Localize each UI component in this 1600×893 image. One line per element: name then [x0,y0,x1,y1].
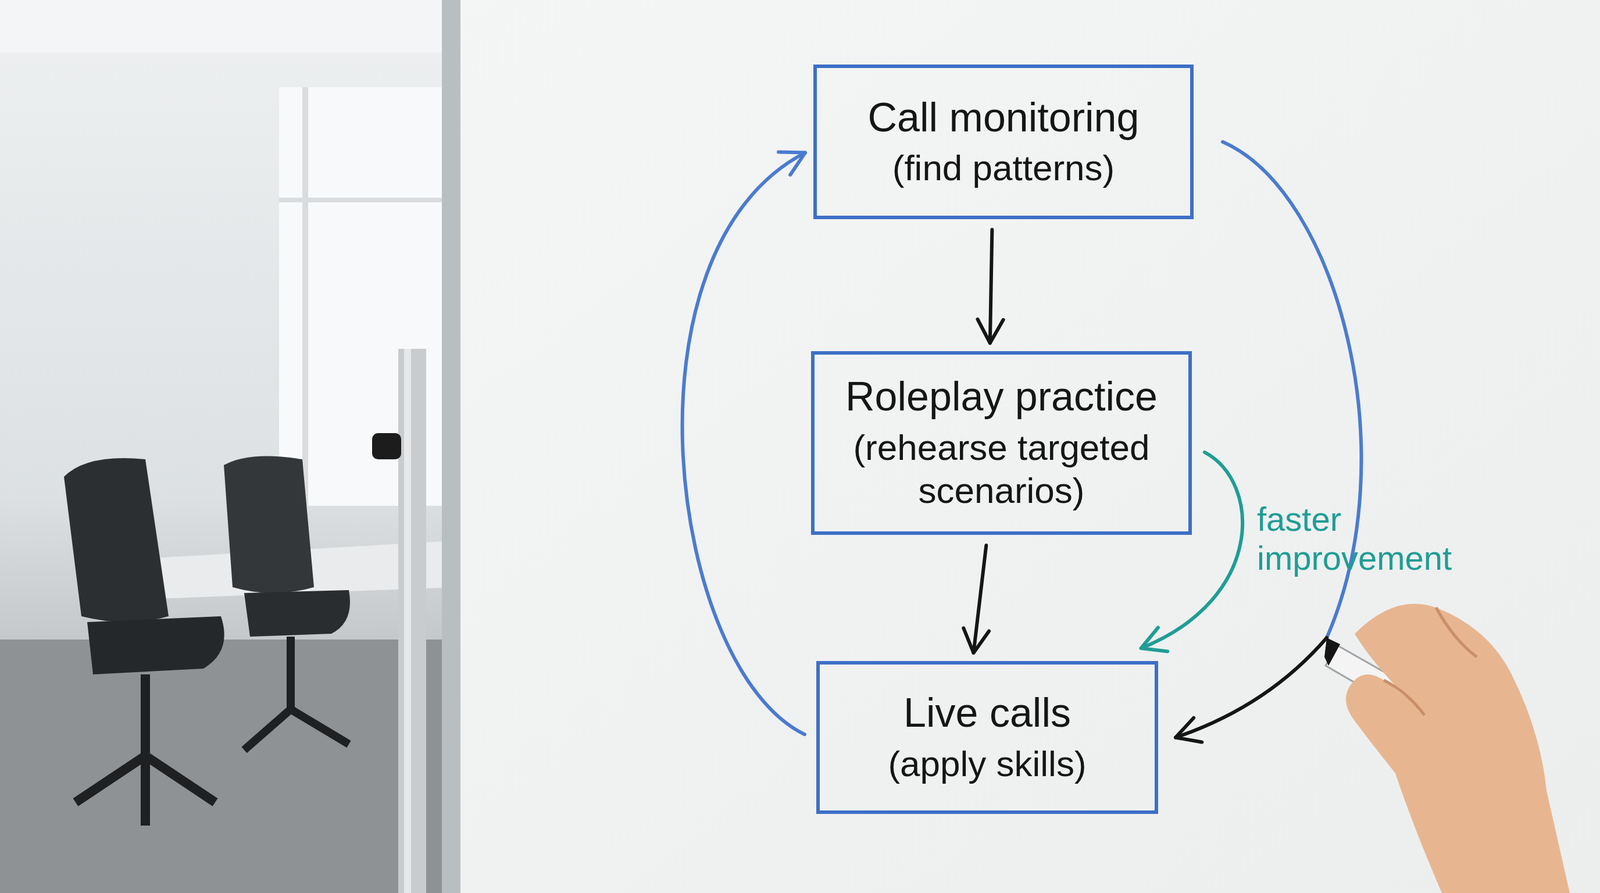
edge-label: faster improvement [1256,500,1467,578]
arrowhead [1175,718,1202,743]
flow-arrow [682,151,806,735]
flow-arrow [963,545,989,653]
box-heading: Live calls [903,689,1071,737]
ceiling [0,0,466,53]
arrowhead [778,151,806,175]
arrowhead [963,627,989,653]
box-heading: Roleplay practice [845,373,1158,421]
glass-frame [441,0,461,893]
office-chair [244,590,350,637]
office-chair [87,616,225,675]
process-box: Call monitoring(find patterns) [813,64,1194,220]
process-box: Roleplay practice (rehearse targeted scen… [811,351,1192,535]
door-handle-highlight [404,348,412,893]
window-mullion [279,197,448,203]
box-heading: Call monitoring [868,94,1140,142]
marker-tip [1324,637,1341,666]
arrowhead [1141,627,1169,652]
floor [0,639,466,893]
door-handle-bar [398,348,427,893]
box-note: (apply skills) [887,742,1087,786]
office-chair [63,458,169,623]
office-chair [223,455,314,594]
box-note: (find patterns) [892,146,1116,190]
connector-line [990,229,993,344]
room-wall [0,0,466,893]
door-knob [372,433,402,460]
arrowhead [977,319,1004,344]
chair-base [75,674,216,826]
whiteboard [460,0,1600,893]
hand [1345,603,1570,893]
chair-base [244,636,349,750]
box-note: (rehearse targeted scenarios) [822,426,1181,513]
hand-shading [1383,607,1477,716]
window-mullion [302,87,309,506]
connector-line [682,152,806,735]
process-box: Live calls (apply skills) [816,661,1159,814]
connector-line [1175,637,1327,738]
flow-arrow [977,229,1004,344]
flow-arrow [1175,141,1362,742]
